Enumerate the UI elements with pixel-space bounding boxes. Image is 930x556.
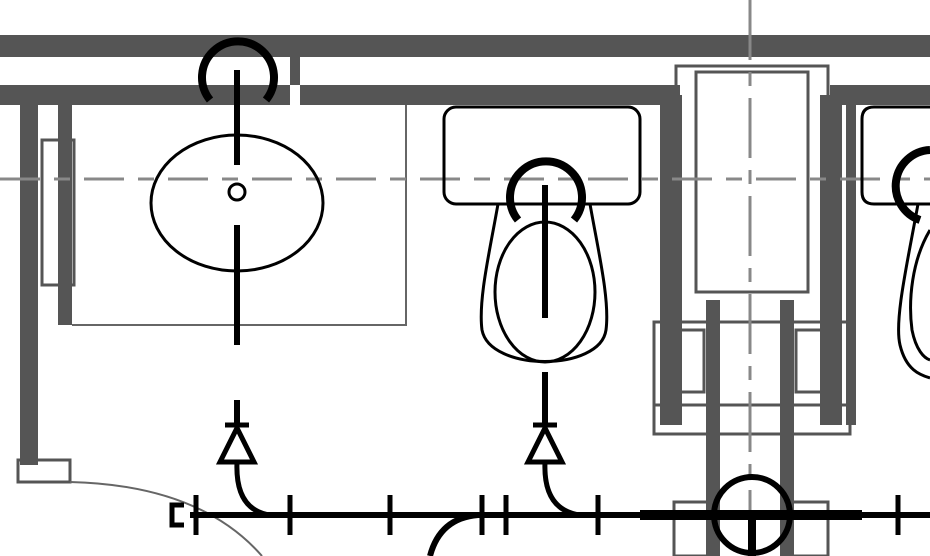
top-wall-inner-right	[300, 85, 680, 105]
door-jamb	[40, 138, 76, 287]
sink-faucet-hook	[198, 37, 278, 103]
arrow-tail-curve	[234, 461, 271, 518]
arrow-tail-curve	[542, 461, 581, 518]
chase-box-outer	[674, 64, 830, 324]
flow-arrow-sink	[215, 422, 271, 518]
wall-stub	[290, 55, 300, 85]
urinal	[442, 105, 642, 425]
main-pipe	[169, 495, 930, 556]
sink-drain	[227, 182, 247, 202]
wall-base	[16, 458, 72, 484]
flow-arrow-urinal	[523, 422, 581, 518]
urinal-partial	[860, 105, 930, 380]
pipe-riser	[640, 474, 862, 556]
riser-box-left	[662, 328, 706, 394]
left-wall-b	[58, 85, 72, 325]
partial-bowl-outer	[897, 203, 930, 380]
wall-outlines	[16, 64, 852, 556]
left-wall-a	[20, 85, 38, 465]
partial-flush-hook	[891, 146, 930, 224]
riser-box-outer	[652, 320, 852, 436]
urinal-flush-hook	[506, 157, 586, 223]
walls	[0, 35, 930, 556]
arrow-head	[523, 422, 567, 465]
riser-box-right	[794, 328, 842, 394]
door-swing-arc	[69, 481, 263, 556]
lavatory-sink	[149, 37, 325, 425]
top-wall-inner-far	[830, 85, 930, 105]
right-wall-stub	[846, 95, 856, 425]
chase-box-inner	[694, 70, 810, 294]
top-wall-outer	[0, 35, 930, 57]
partial-bowl-inner	[909, 229, 930, 362]
arrow-head	[215, 422, 259, 465]
end-cap-bracket	[169, 502, 184, 528]
top-wall-inner-left	[0, 85, 290, 105]
shaft-left	[706, 300, 720, 556]
branch-curve	[427, 512, 479, 556]
partial-tank	[860, 105, 930, 206]
